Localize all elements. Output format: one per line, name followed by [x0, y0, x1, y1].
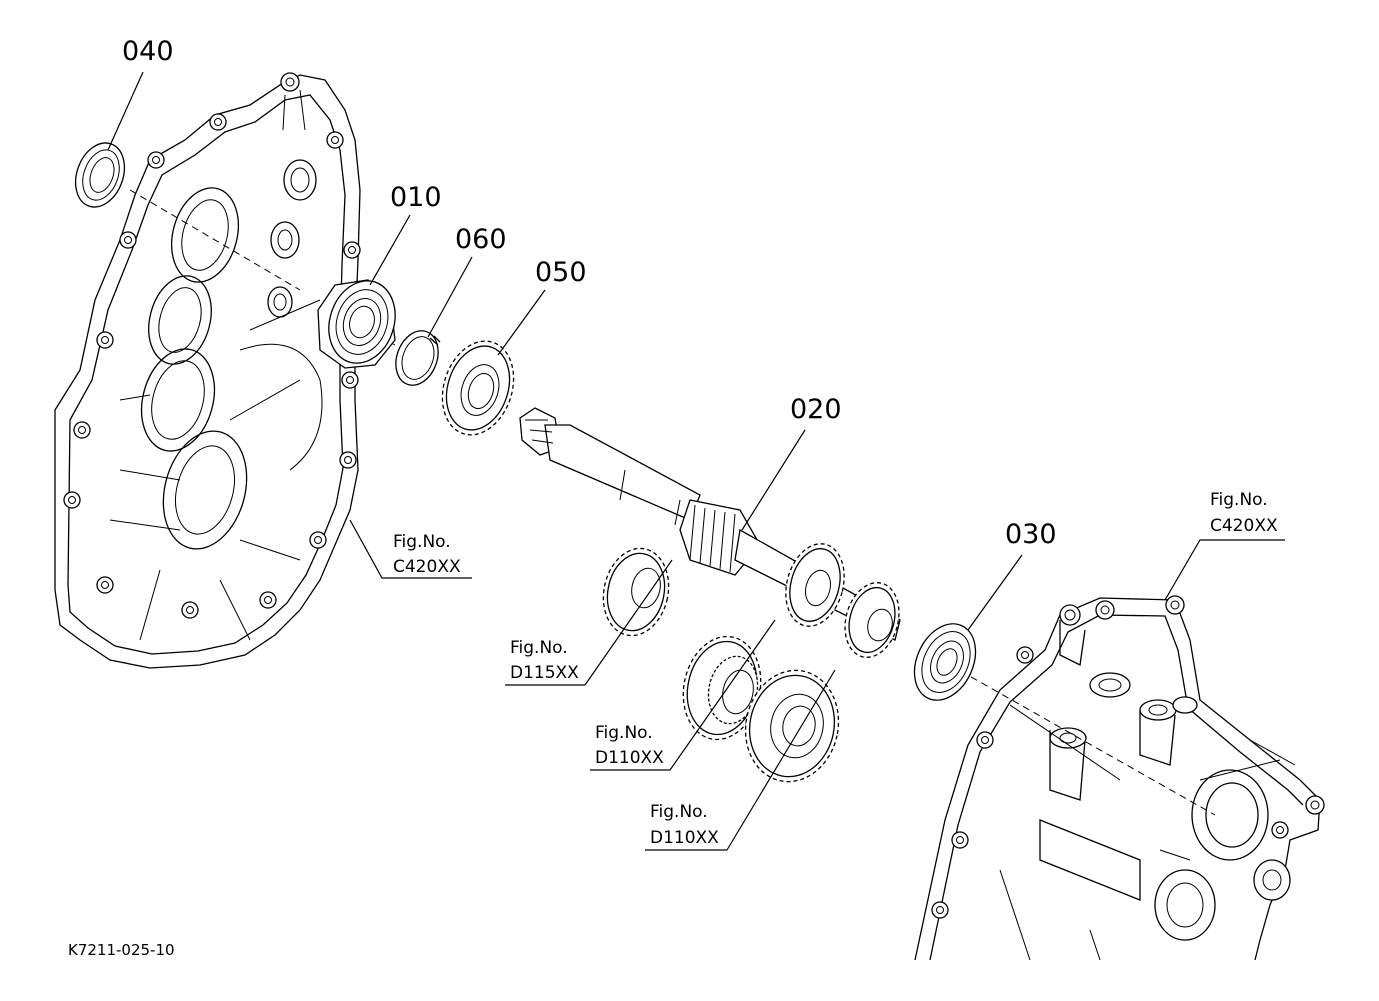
fig-ref-gear-d115-prefix: Fig.No.	[510, 638, 568, 658]
leader-lines	[107, 71, 1285, 851]
loose-gear-d115	[602, 547, 670, 637]
fig-ref-gear-d115-code: D115XX	[510, 663, 579, 683]
snap-ring-060	[395, 330, 441, 386]
fig-ref-right-case-prefix: Fig.No.	[1210, 490, 1268, 510]
gear-050	[441, 340, 515, 436]
part-label-060: 060	[455, 224, 507, 255]
loose-gear-d110-b	[744, 669, 840, 783]
fig-ref-gear-d115[interactable]: Fig.No. D115XX	[510, 638, 579, 683]
right-transmission-case	[914, 595, 1325, 961]
part-label-050: 050	[535, 257, 587, 288]
part-label-010: 010	[390, 182, 442, 213]
fig-ref-right-case[interactable]: Fig.No. C420XX	[1210, 490, 1278, 536]
fig-ref-gear-d110-b[interactable]: Fig.No. D110XX	[650, 802, 719, 848]
fig-ref-gear-d110-a-code: D110XX	[595, 748, 664, 768]
part-label-040: 040	[122, 36, 174, 67]
ball-bearing-030	[913, 623, 977, 701]
oil-seal-040	[74, 142, 126, 208]
part-label-020: 020	[790, 394, 842, 425]
fig-ref-gear-d110-b-prefix: Fig.No.	[650, 802, 708, 822]
fig-ref-left-case-prefix: Fig.No.	[393, 532, 451, 552]
fig-ref-gear-d110-b-code: D110XX	[650, 828, 719, 848]
shaft-gear-cluster	[785, 543, 900, 658]
fig-ref-left-case[interactable]: Fig.No. C420XX	[393, 532, 461, 577]
left-transmission-case	[54, 72, 361, 669]
fig-ref-left-case-code: C420XX	[393, 557, 461, 577]
shaft-020	[519, 407, 901, 641]
drawing-id: K7211-025-10	[68, 941, 175, 959]
part-label-030: 030	[1005, 519, 1057, 550]
fig-ref-right-case-code: C420XX	[1210, 516, 1278, 536]
ball-bearing-010	[317, 279, 396, 369]
fig-ref-gear-d110-a-prefix: Fig.No.	[595, 723, 653, 743]
loose-gear-d110-a	[682, 635, 762, 741]
fig-ref-gear-d110-a[interactable]: Fig.No. D110XX	[595, 723, 664, 768]
